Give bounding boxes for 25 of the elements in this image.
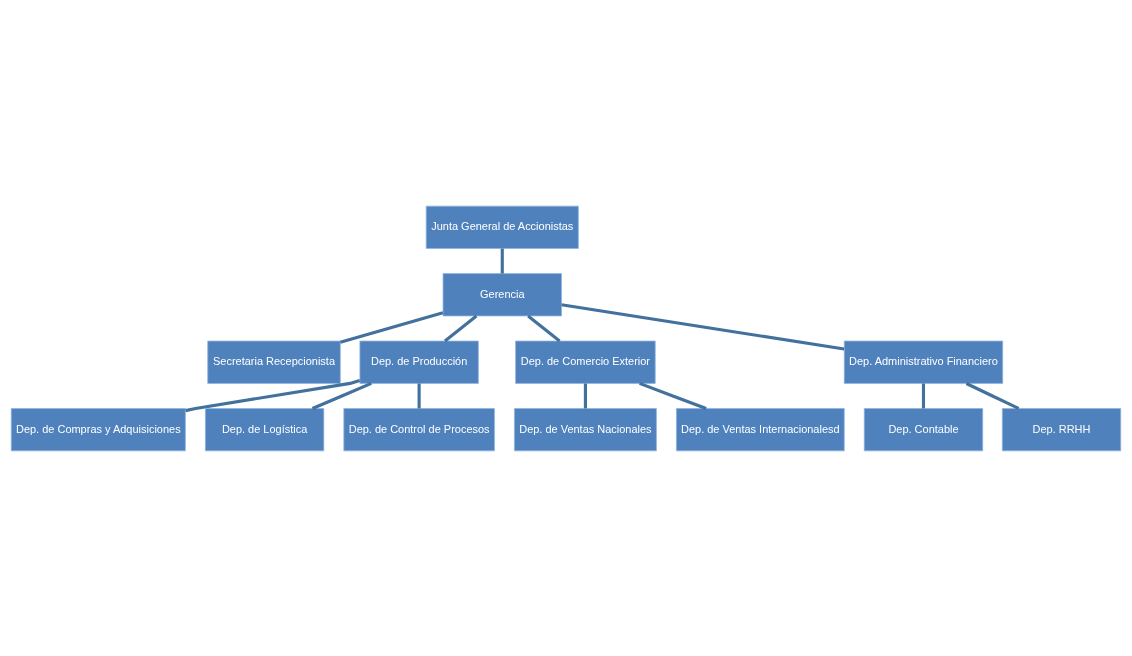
connector	[561, 302, 845, 351]
node-box: Dep. Contable	[863, 407, 984, 451]
node-box: Dep. de Producción	[359, 340, 479, 384]
node-box: Dep. de Compras y Adquisiciones	[10, 407, 186, 451]
connector	[639, 381, 707, 410]
node-box: Dep. Administrativo Financiero	[843, 340, 1004, 384]
node-box: Dep. de Comercio Exterior	[515, 340, 656, 384]
connector	[583, 383, 587, 408]
node-box: Dep. de Ventas Internacionalesd	[676, 407, 845, 451]
connector	[417, 383, 421, 408]
node-box: Secretaria Recepcionista	[207, 340, 341, 384]
connector	[965, 381, 1020, 410]
connector	[185, 378, 361, 412]
connector	[500, 248, 504, 273]
node-box: Junta General de Accionistas	[425, 205, 579, 249]
connector	[311, 381, 372, 410]
node-box: Dep. de Ventas Nacionales	[514, 407, 657, 451]
node-box: Dep. RRHH	[1001, 407, 1122, 451]
node-box: Gerencia	[442, 272, 562, 316]
connector	[339, 310, 444, 344]
connector	[921, 383, 926, 408]
node-box: Dep. de Control de Procesos	[343, 407, 495, 451]
connector	[444, 314, 478, 342]
node-box: Dep. de Logística	[205, 407, 325, 451]
connector	[527, 314, 561, 342]
